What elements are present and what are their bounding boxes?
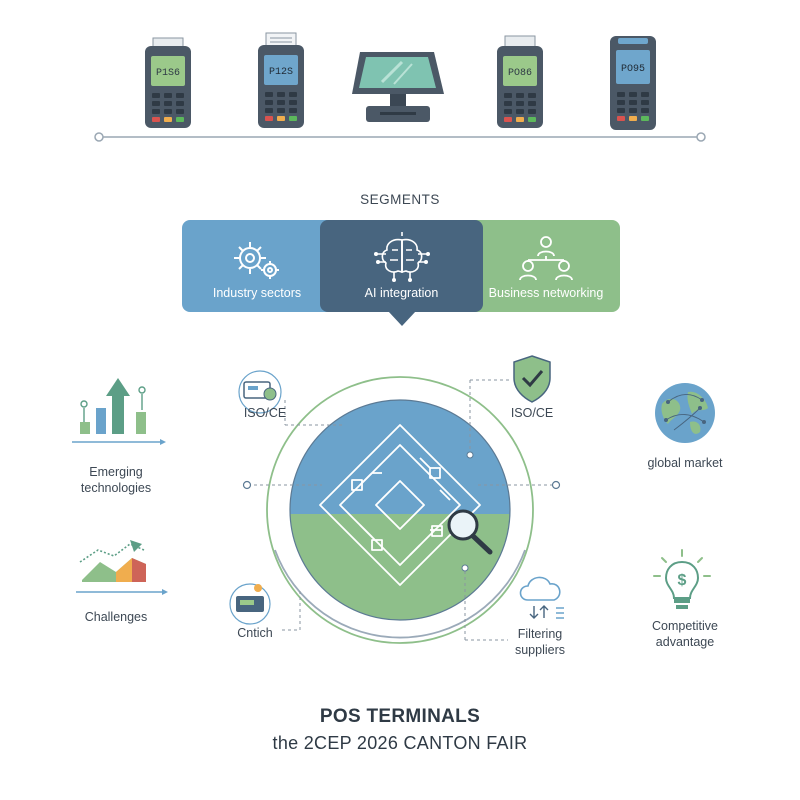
page-subtitle: the 2CEP 2026 CANTON FAIR — [272, 733, 528, 753]
svg-text:PO86: PO86 — [508, 68, 532, 79]
segment-industry-sectors[interactable]: Industry sectors — [182, 220, 332, 312]
trend-chart-icon — [76, 540, 168, 595]
label-cntich: Cntich — [237, 626, 273, 640]
page-title: POS TERMINALS — [319, 706, 481, 727]
center-diagram — [229, 355, 564, 644]
svg-text:P1S6: P1S6 — [156, 68, 180, 79]
label-competitive-advantage: Competitive advantage — [652, 619, 718, 649]
outer-ring — [266, 376, 534, 644]
segment-pointer — [388, 311, 416, 326]
segment-business-networking[interactable]: Business networking — [472, 220, 620, 312]
pos-terminal-1: P1S6 — [145, 37, 191, 128]
shield-check-icon — [513, 355, 551, 403]
terminal-1-screen — [151, 56, 185, 86]
label-global-market: global market — [647, 456, 723, 470]
pos-terminal-2: P12S — [258, 32, 304, 128]
svg-text:PO95: PO95 — [621, 64, 645, 75]
svg-text:$: $ — [678, 572, 687, 589]
terminal-3-screen — [359, 57, 436, 88]
pos-terminal-5: PO95 — [610, 36, 656, 130]
brain-circuit-icon — [374, 232, 430, 282]
lightbulb-dollar-icon: $ — [653, 549, 711, 609]
label-iso-left: ISO/CE — [243, 406, 287, 420]
gears-icon — [234, 242, 279, 279]
label-filtering-suppliers: Filtering suppliers — [514, 627, 566, 657]
terminal-2-screen — [264, 55, 298, 85]
inner-circle — [290, 400, 510, 620]
pos-terminal-3 — [352, 52, 444, 122]
card-reader-icon — [229, 583, 271, 625]
terminal-4-screen — [503, 56, 537, 86]
network-people-icon — [519, 236, 573, 281]
iso-device-icon — [238, 370, 282, 414]
label-iso-right: ISO/CE — [510, 406, 554, 420]
magnifier-icon — [447, 509, 493, 555]
outer-ring-lower — [274, 549, 526, 639]
segments-heading: SEGMENTS — [360, 192, 440, 207]
segment-label-industry: Industry sectors — [212, 286, 302, 300]
circuit-chip-icon — [319, 424, 481, 586]
segment-ai-integration[interactable]: AI integration — [320, 220, 483, 326]
cloud-filter-icon — [519, 576, 564, 619]
timeline-start-dot — [94, 132, 104, 142]
globe-icon — [655, 383, 715, 443]
connectors — [248, 379, 555, 641]
pos-terminal-4: PO86 — [497, 35, 543, 128]
terminal-5-screen — [616, 50, 650, 84]
timeline-end-dot — [696, 132, 706, 142]
label-emerging-technologies: Emerging technologies — [80, 465, 152, 495]
segment-label-networking: Business networking — [488, 286, 604, 300]
growth-bars-icon — [72, 378, 166, 445]
segment-label-ai: AI integration — [364, 286, 439, 300]
label-challenges: Challenges — [84, 610, 148, 624]
terminal-row: P1S6 P12S PO86 — [94, 32, 706, 142]
svg-text:P12S: P12S — [269, 67, 293, 78]
segments-bar: Industry sectors AI integration Bu — [182, 220, 620, 326]
